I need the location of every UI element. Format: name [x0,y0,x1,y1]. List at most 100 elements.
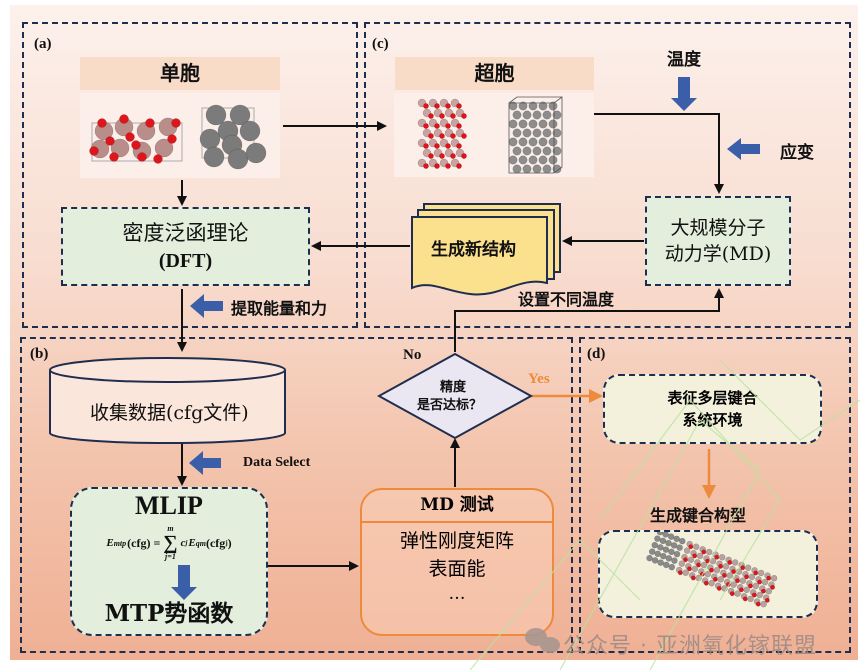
decision-yes-label: Yes [528,371,550,387]
supercell-image-area [394,93,594,177]
dft-title: 密度泛函理论 [122,220,249,245]
o-atom [137,152,147,162]
o-atom [428,153,434,159]
ga-atom [508,119,518,129]
ga-atom [522,128,532,138]
strain-label: 应变 [780,143,814,163]
supercell-images [417,96,563,174]
o-atom [445,143,451,149]
formula-sum-bottom: j=1 [165,552,176,561]
formula-coef: c [180,537,186,549]
md-test-title: MD 测试 [362,490,552,523]
o-atom [423,143,429,149]
o-atom [439,153,445,159]
o-atom [89,146,99,156]
o-atom [167,134,177,144]
decision-line1: 精度 [440,380,467,395]
unit-cell-header: 单胞 [80,57,280,90]
ga-atom [542,128,552,138]
formula-lhs-arg: (cfg) = [127,535,161,550]
set-temperature-label: 设置不同温度 [518,290,615,309]
o-atom [423,163,429,169]
formula-rhs-base: E [188,537,196,549]
ga-atom [552,164,562,174]
panel-d-label: (d) [587,346,606,362]
ga-atom [552,110,562,120]
md-box: 大规模分子 动力学(MD) [645,196,791,286]
ga-atom [532,164,542,174]
ga-atom [731,559,739,566]
ga-atom [199,128,221,150]
ga-atom [518,119,528,129]
o-atom [439,113,445,119]
ga-atom [542,164,552,174]
ga-atom [512,128,522,138]
ga-atom [518,101,528,111]
ga-atom [552,146,562,156]
o-atom [119,114,129,124]
ga-atom [718,553,726,561]
ga-atom [760,600,767,608]
ga-atom [528,155,538,165]
o-atom [456,143,462,149]
o-atom [456,163,462,169]
o-atom [450,133,456,139]
ga-atom [229,104,251,126]
watermark-text: 公众号 · 亚洲氧化镓联盟 [563,634,817,659]
formula-lhs-sup: mtp [113,538,127,548]
decision-no-label: No [403,347,422,363]
unit-cell-image-area [80,93,280,178]
mtp-potential-label: MTP势函数 [104,600,234,627]
o-atom [450,153,456,159]
ga-atom [227,148,249,170]
o-atom [97,118,107,128]
characterize-line2: 系统环境 [682,411,743,429]
ga-atom [757,569,765,577]
md-box-line1: 大规模分子 [670,217,766,239]
ga-atom [552,128,562,138]
formula-rhs-arg: (cfg [205,535,226,550]
ga-atom [528,101,538,111]
o-atom [109,152,119,162]
panel-b-label: (b) [30,346,49,362]
ga-atom [528,119,538,129]
ga-atom [203,146,225,168]
bonded-slab [646,528,778,608]
o-atom [428,113,434,119]
ga-atom [512,110,522,120]
o-atom [153,154,163,164]
o-atom [434,143,440,149]
bonding-structure-image [646,528,778,608]
formula-sum-top: m [167,524,174,533]
md-test-box: MD 测试 弹性刚度矩阵 表面能 … [360,488,554,636]
ga-atom [548,155,558,165]
temperature-label: 温度 [667,50,701,70]
o-atom [105,136,115,146]
ga-atom [518,137,528,147]
panel-a-label: (a) [34,36,52,52]
new-structure-label: 生成新结构 [431,240,516,260]
o-atom [434,123,440,129]
o-atom [434,103,440,109]
ga-atom [508,155,518,165]
md-test-item: … [448,584,466,604]
o-atom [145,118,155,128]
o-atom [423,123,429,129]
ga2o3-supercell-image [417,98,467,169]
o-atom [131,140,141,150]
extract-energy-force-label: 提取能量和力 [231,299,328,318]
ga-atom [508,137,518,147]
ga-atom [770,574,778,582]
ga-atom [538,155,548,165]
o-atom [461,133,467,139]
ga-atom [522,146,532,156]
ga-atom [538,101,548,111]
ga-atom [205,104,227,126]
ga-atom [532,146,542,156]
o-atom [439,133,445,139]
o-atom [171,118,181,128]
ga-atom [512,146,522,156]
o-atom [445,163,451,169]
ga-atom [110,138,130,158]
